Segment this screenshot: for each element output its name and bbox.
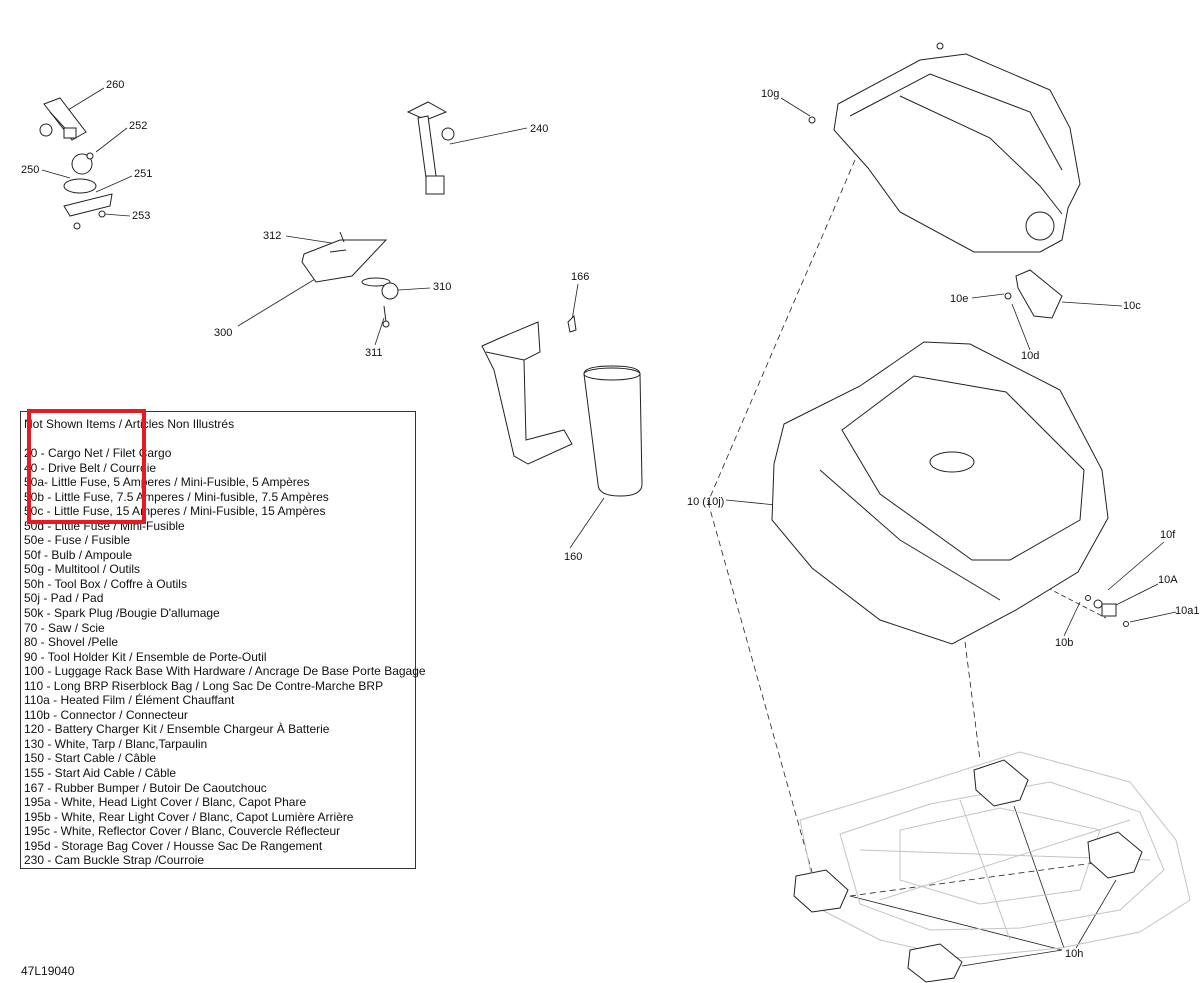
legend-item: 230 - Cam Buckle Strap /Courroie [24,853,205,868]
legend-item: 110a - Heated Film / Élément Chauffant [24,693,235,708]
legend-list: 20 - Cargo Net / Filet Cargo 40 - Drive … [24,446,426,868]
legend-item: 100 - Luggage Rack Base With Hardware / … [24,664,426,679]
callout-310: 310 [433,281,452,293]
legend-item: 50d - Little Fuse / Mini-Fusible [24,518,185,533]
legend-item: 120 - Battery Charger Kit / Ensemble Cha… [24,722,330,737]
reference-code: 47L19040 [21,964,75,978]
legend-item: 40 - Drive Belt / Courroie [24,460,157,475]
callout-252: 252 [129,120,148,132]
legend-item: 150 - Start Cable / Câble [24,751,157,766]
callout-311: 311 [365,347,383,359]
legend-item: 50e - Fuse / Fusible [24,533,131,548]
legend-item: 195d - Storage Bag Cover / Housse Sac De… [24,838,323,853]
legend-item: 50g - Multitool / Outils [24,562,141,577]
legend-item: 50c - Little Fuse, 15 Amperes / Mini-Fus… [24,504,326,519]
callout-253: 253 [132,210,151,222]
callout-10c: 10c [1123,300,1141,312]
not-shown-items-legend: Not Shown Items / Articles Non Illustrés… [20,411,426,869]
legend-item: 195b - White, Rear Light Cover / Blanc, … [24,809,354,824]
callout-260: 260 [106,79,125,91]
legend-title: Not Shown Items / Articles Non Illustrés [24,417,235,431]
callout-10-10j: 10 (10j) [687,496,725,508]
legend-item: 80 - Shovel /Pelle [24,635,119,650]
legend-item: 90 - Tool Holder Kit / Ensemble de Porte… [24,649,267,664]
legend-item: 110 - Long BRP Riserblock Bag / Long Sac… [24,678,384,693]
legend-item: 50h - Tool Box / Coffre à Outils [24,576,187,591]
callout-166: 166 [571,271,590,283]
callout-300: 300 [214,327,233,339]
legend-item: 50b - Little Fuse, 7.5 Amperes / Mini-fu… [24,489,329,504]
legend-item: 50j - Pad / Pad [24,591,104,606]
callout-10A: 10A [1158,574,1178,586]
callout-10a1: 10a1 [1175,605,1200,617]
callout-160: 160 [564,551,583,563]
legend-item: 50a- Little Fuse, 5 Amperes / Mini-Fusib… [24,475,310,490]
callout-10e: 10e [950,293,969,305]
legend-item: 195a - White, Head Light Cover / Blanc, … [24,795,307,810]
callout-10f: 10f [1160,529,1176,541]
legend-item: 110b - Connector / Connecteur [24,707,188,722]
callout-10d: 10d [1021,350,1040,362]
legend-item: 50k - Spark Plug /Bougie D'allumage [24,606,220,621]
callout-10h: 10h [1065,948,1084,960]
callout-10g: 10g [761,88,780,100]
callout-251: 251 [134,168,153,180]
callout-312: 312 [263,230,282,242]
callout-250: 250 [21,164,40,176]
legend-item: 50f - Bulb / Ampoule [24,547,133,562]
legend-item: 20 - Cargo Net / Filet Cargo [24,446,172,460]
callout-240: 240 [530,123,549,135]
legend-item: 155 - Start Aid Cable / Câble [24,766,177,781]
legend-item: 195c - White, Reflector Cover / Blanc, C… [24,824,341,839]
legend-item: 167 - Rubber Bumper / Butoir De Caoutcho… [24,780,267,795]
callout-10b: 10b [1055,637,1074,649]
legend-item: 70 - Saw / Scie [24,620,105,635]
legend-item: 130 - White, Tarp / Blanc,Tarpaulin [24,736,208,751]
